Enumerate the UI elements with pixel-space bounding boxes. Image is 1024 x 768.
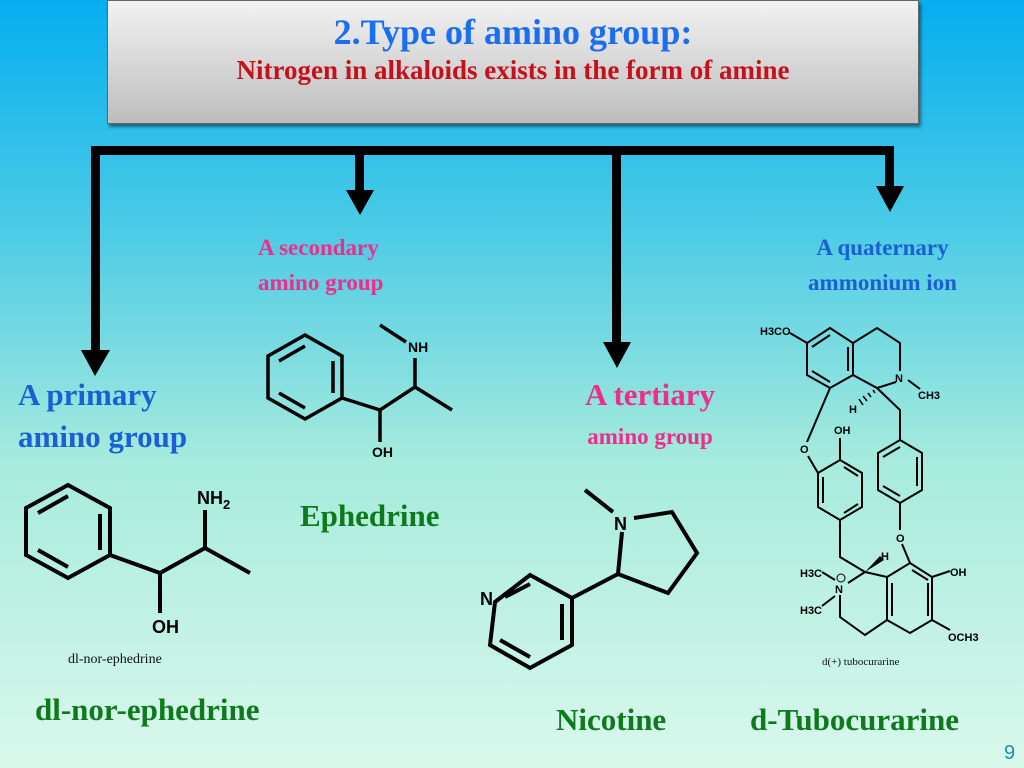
positive-charge-icon [836,573,846,583]
nicotine-structure [487,488,700,671]
ephedrine-oh: OH [372,444,393,460]
arrow-secondary-head [346,190,374,215]
slide-title: 2.Type of amino group: [333,12,693,52]
norephedrine-caption: dl-nor-ephedrine [68,652,162,667]
quaternary-label-line2: ammonium ion [808,270,957,295]
arrow-bar [91,146,894,155]
arrow-primary-stem [91,146,100,354]
tubocurarine-caption: d(+) tubocurarine [822,656,900,668]
tc-oh2: OH [950,567,967,579]
quaternary-label-line1: A quaternary [816,235,949,260]
norephedrine-nh2: NH2 [197,488,230,512]
norephedrine-oh: OH [152,617,179,637]
arrow-tertiary-head [603,342,631,368]
ephedrine-nh: NH [408,339,428,355]
primary-label: A primary amino group [18,374,187,458]
title-box: 2.Type of amino group: Nitrogen in alkal… [107,0,919,124]
tc-h3c2: H3C [800,605,822,617]
tertiary-label-line1: A tertiary [585,377,715,412]
tc-h3co: H3CO [760,326,791,338]
nicotine-name: Nicotine [556,702,667,737]
slide-subtitle: Nitrogen in alkaloids exists in the form… [236,55,790,85]
tc-och3: OCH3 [948,632,979,644]
tubocurarine-name: d-Tubocurarine [750,702,960,737]
secondary-label-line2: amino group [258,270,384,295]
arrow-quaternary-head [876,186,904,212]
tc-h2: H [881,551,889,563]
quaternary-label: A quaternary ammonium ion [775,230,990,300]
wedge-bond [865,556,884,572]
ephedrine-structure [266,323,453,442]
tc-o2: O [896,533,905,545]
norephedrine-structure [24,482,251,613]
ephedrine-name: Ephedrine [300,498,440,533]
tc-oh1: OH [834,425,851,437]
secondary-label: A secondary amino group [258,230,383,300]
tc-ch3: CH3 [918,390,940,402]
hashed-bond [858,389,876,406]
tertiary-label: A tertiary amino group [560,374,740,458]
arrow-tertiary-stem [612,146,621,346]
nicotine-n-pyrrolidine: N [614,514,627,534]
primary-label-line1: A primary [18,377,157,412]
arrow-primary-head [81,350,110,376]
tc-o1: O [800,444,809,456]
tc-nplus: N [835,584,843,596]
primary-label-line2: amino group [18,419,188,454]
secondary-label-line1: A secondary [258,235,379,260]
page-number: 9 [1004,742,1016,764]
norephedrine-name: dl-nor-ephedrine [35,692,260,727]
tubocurarine-structure [789,326,951,637]
tc-n: N [895,373,903,385]
arrow-secondary-stem [355,146,364,194]
nicotine-n-pyridine: N [480,589,493,609]
tc-h1: H [849,404,857,416]
tc-h3c1: H3C [800,568,822,580]
arrow-quaternary-stem [885,146,894,190]
tertiary-label-line2: amino group [587,424,713,449]
